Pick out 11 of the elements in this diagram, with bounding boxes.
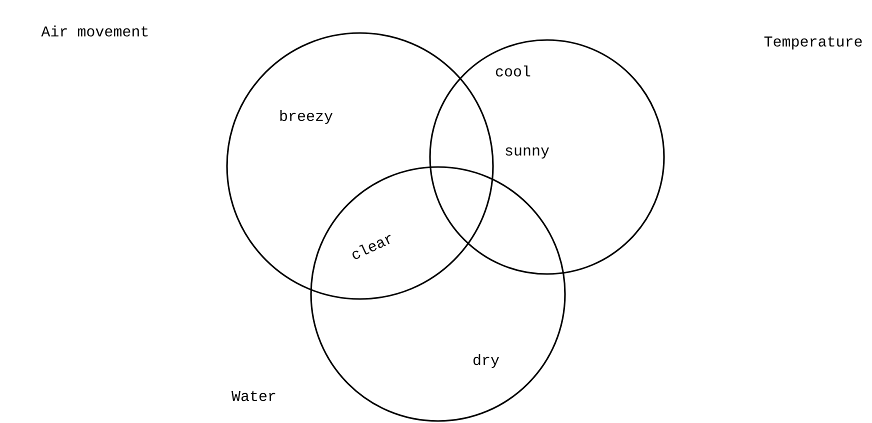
region-label: breezy [280, 110, 332, 124]
category-label: Air movement [41, 26, 148, 36]
region-label: cool [496, 66, 530, 76]
venn-circle [429, 39, 665, 275]
category-label: Temperature [764, 36, 862, 50]
venn-circle [310, 166, 566, 422]
region-label: dry [474, 354, 499, 368]
venn-circle [226, 32, 494, 300]
region-label: clear [352, 234, 391, 259]
category-label: Water [232, 390, 276, 402]
region-label: sunny [506, 147, 549, 159]
